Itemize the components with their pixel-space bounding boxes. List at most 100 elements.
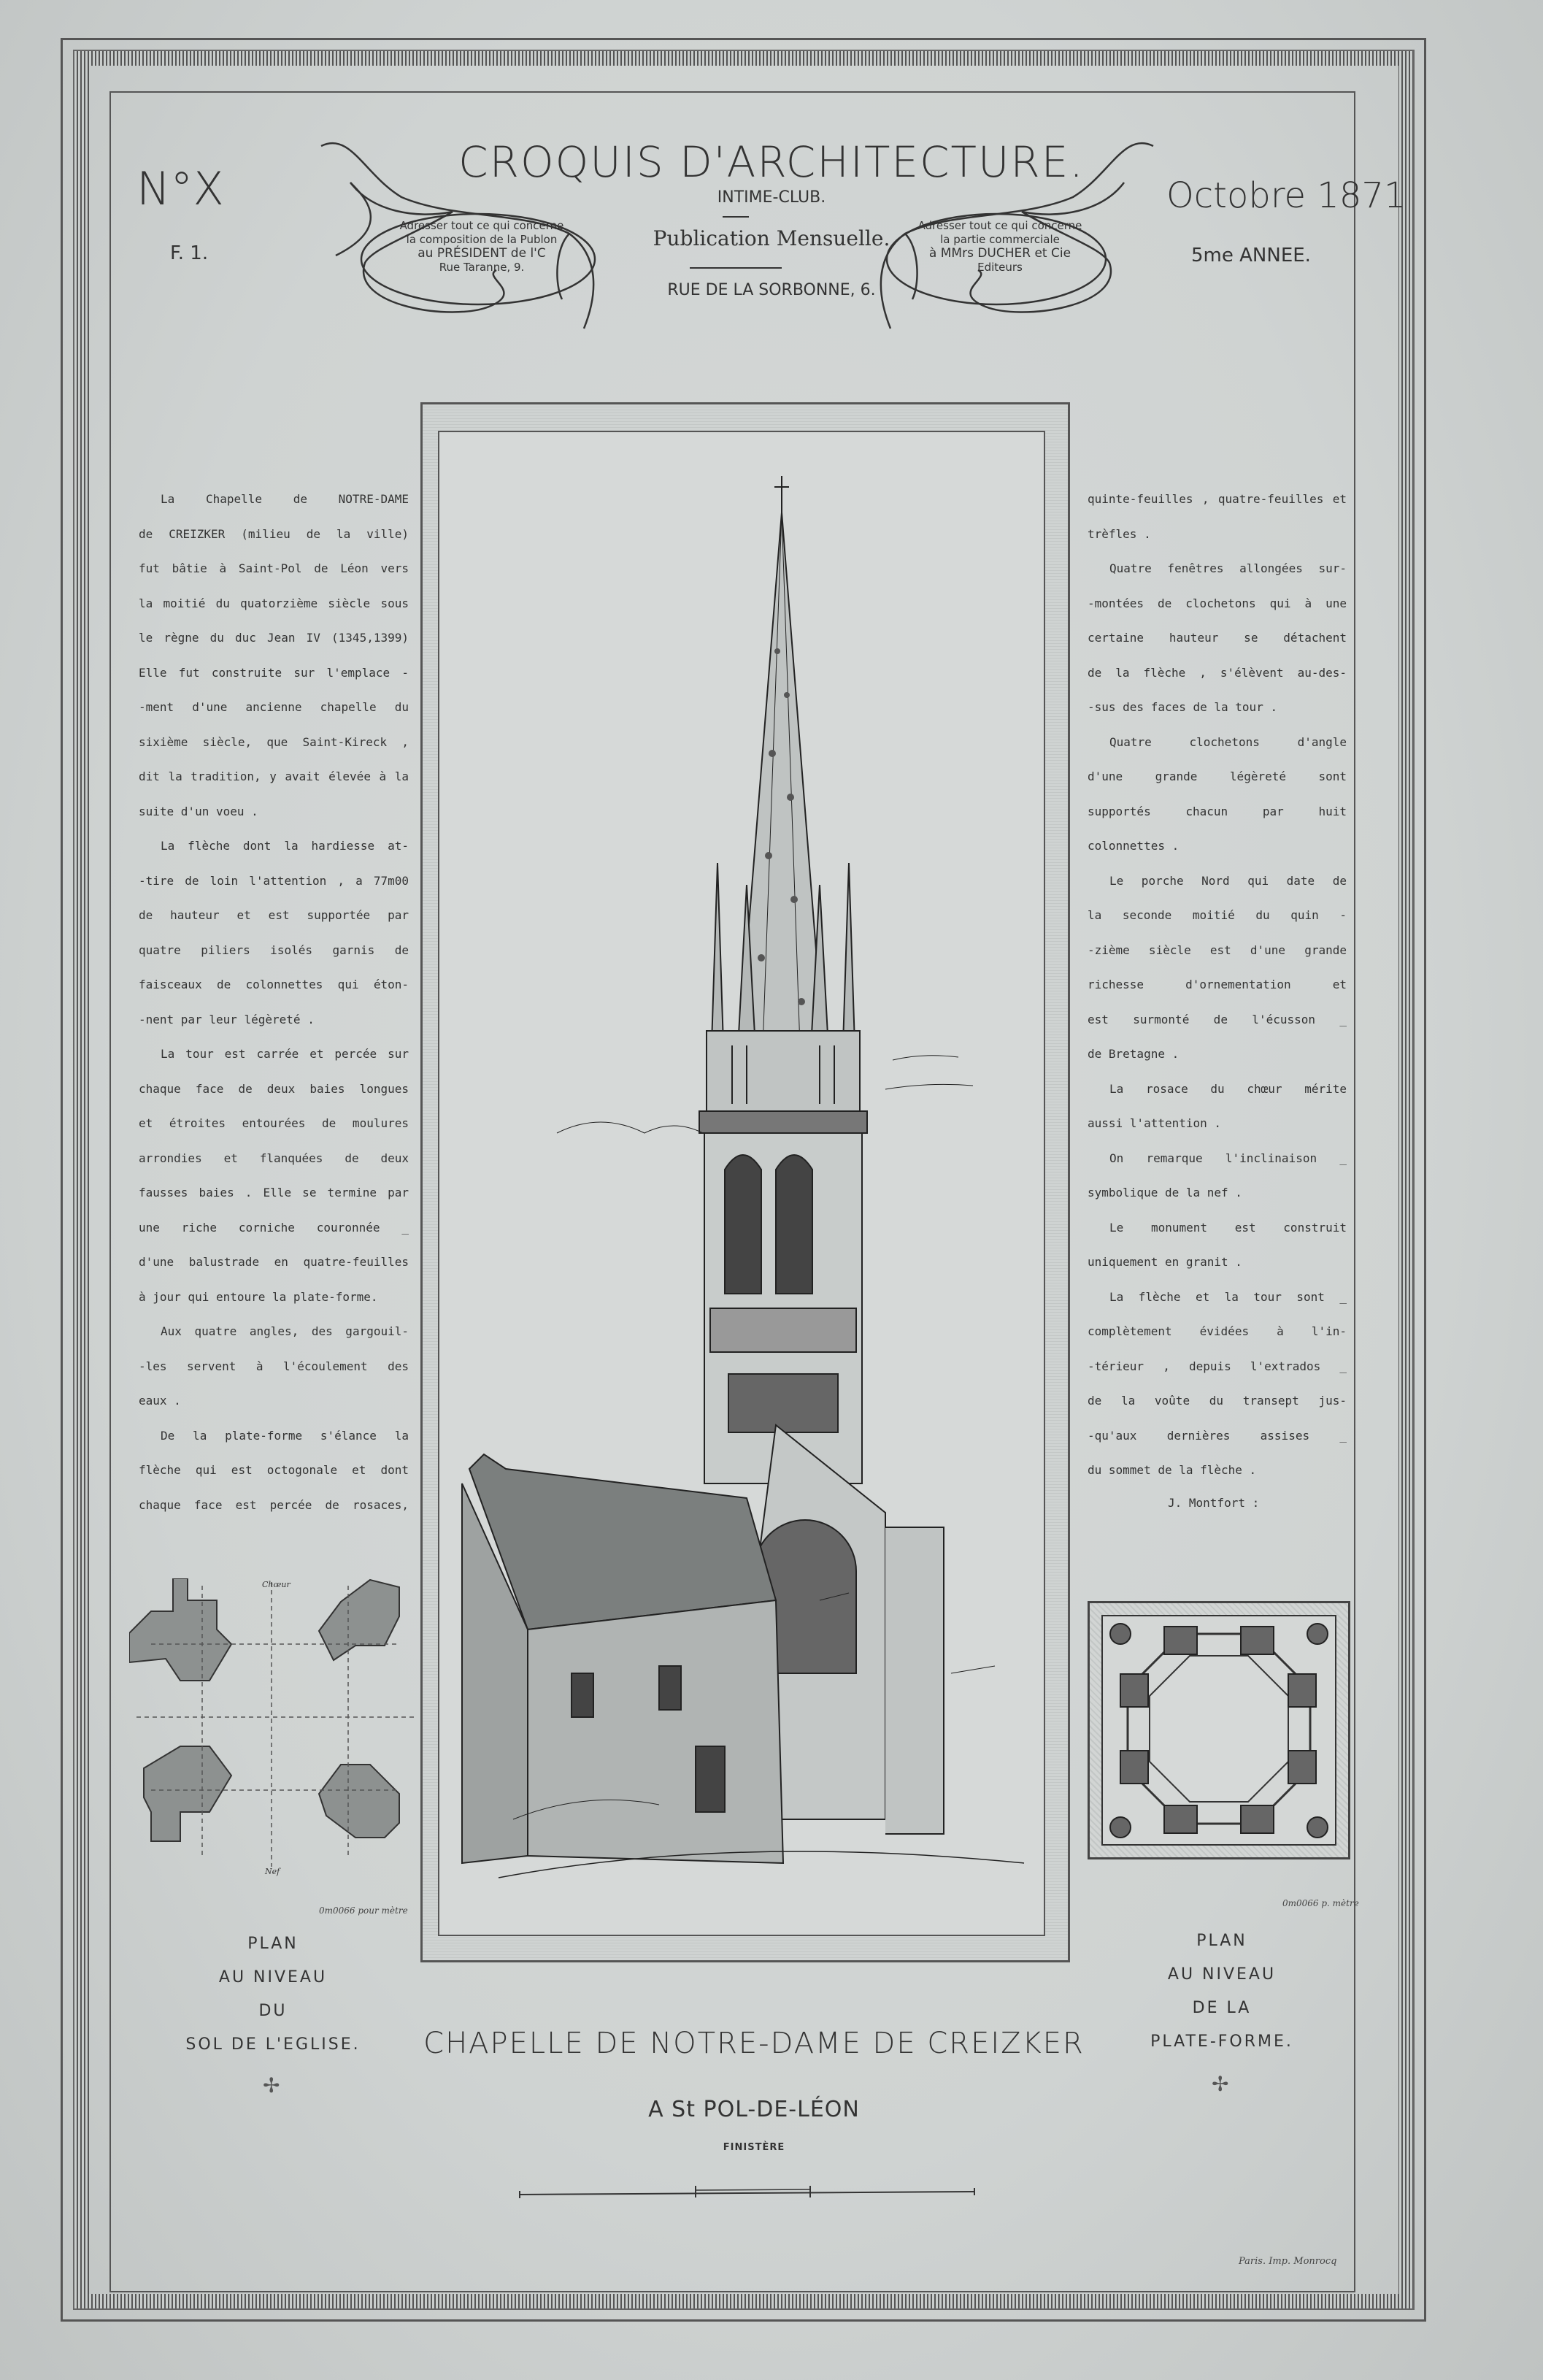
text-line: fausses baies . Elle se termine par (139, 1186, 409, 1199)
text-line: La flèche et la tour sont _ (1109, 1289, 1347, 1304)
text-line: sixième siècle, que Saint-Kireck , (139, 734, 409, 749)
folio: F. 1. (170, 242, 209, 264)
printer-credit: Paris. Imp. Monrocq (1239, 2256, 1337, 2267)
text-line: de hauteur et est supportée par (139, 908, 409, 922)
text-line: -les servent à l'écoulement des (139, 1359, 409, 1373)
text-line: symbolique de la nef . (1088, 1186, 1242, 1199)
author-signature: J. Montfort : (1168, 1496, 1260, 1510)
cartouche-line: la composition de la Publon (406, 233, 558, 246)
balustrade (699, 1110, 868, 1134)
text-line: de Bretagne . (1088, 1047, 1180, 1061)
text-line: chaque face de deux baies longues (139, 1081, 409, 1096)
text-line: de CREIZKER (milieu de la ville) (139, 526, 409, 541)
text-line: la moitié du quatorzième siècle sous (139, 596, 409, 610)
text-line: De la plate-forme s'élance la (161, 1428, 409, 1443)
year-of-publication: 5me ANNEE. (1191, 245, 1311, 266)
text-line: -qu'aux dernières assises _ (1088, 1428, 1347, 1443)
text-line: La flèche dont la hardiesse at- (161, 839, 409, 853)
text-line: La Chapelle de NOTRE-DAME (161, 492, 409, 506)
text-line: On remarque l'inclinaison _ (1109, 1151, 1347, 1165)
cartouche-line: Rue Taranne, 9. (439, 261, 525, 274)
cartouche-line: au PRÉSIDENT de l'C (418, 246, 546, 261)
outer-border (61, 38, 1426, 2322)
compass-ornament-icon: ✢ (263, 2073, 280, 2097)
text-line: du sommet de la flèche . (1088, 1463, 1257, 1477)
text-line: richesse d'ornementation et (1088, 978, 1347, 991)
street (498, 1851, 1025, 1878)
caption-line: PLATE-FORME. (1150, 2032, 1293, 2051)
text-line: trèfles . (1088, 526, 1151, 541)
publication-frequency: Publication Mensuelle. (653, 226, 890, 250)
text-line: -tire de loin l'attention , a 77m00 (139, 873, 409, 888)
text-line: est surmonté de l'écusson _ (1088, 1012, 1347, 1026)
scale-bar (519, 2186, 975, 2198)
text-line: faisceaux de colonnettes qui éton- (139, 978, 409, 991)
left-plan-scale: 0m0066 pour mètre (319, 1905, 408, 1916)
club-name: INTIME-CLUB. (717, 188, 826, 207)
right-text-column: quinte-feuilles , quatre-feuilles et trèf… (1088, 482, 1347, 1488)
cartouche-line: Adresser tout ce qui concerne (399, 219, 564, 232)
right-plan-caption: PLAN AU NIVEAU DE LA PLATE-FORME. (1112, 1924, 1331, 2059)
text-line: d'une grande légèreté sont (1088, 769, 1347, 783)
text-line: -nent par leur légèreté . (139, 1012, 315, 1026)
drawing-location: A St POL-DE-LÉON (648, 2097, 860, 2122)
text-line: -ment d'une ancienne chapelle du (139, 700, 409, 714)
clouds (556, 1055, 974, 1134)
text-line: Quatre clochetons d'angle (1109, 734, 1347, 749)
cartouche-line: Editeurs (977, 261, 1023, 274)
ground-floor-plan: Chœur Nef (129, 1578, 414, 1876)
caption-line: PLAN (1196, 1932, 1247, 1950)
text-line: certaine hauteur se détachent (1088, 631, 1347, 645)
cartouche-line: Adresser tout ce qui concerne (917, 219, 1082, 232)
text-line: eaux . (139, 1394, 181, 1408)
text-line: flèche qui est octogonale et dont (139, 1463, 409, 1477)
divider (690, 267, 782, 269)
left-plan-caption: PLAN AU NIVEAU DU SOL DE L'EGLISE. (163, 1927, 382, 2062)
text-line: -zième siècle est d'une grande (1088, 943, 1347, 957)
drawing-region: FINISTÈRE (723, 2142, 785, 2153)
address: RUE DE LA SORBONNE, 6. (667, 281, 876, 299)
tower-bays (724, 1154, 813, 1294)
text-line: Quatre fenêtres allongées sur- (1109, 561, 1347, 575)
caption-line: AU NIVEAU (1167, 1965, 1277, 1984)
cartouche-line: la partie commerciale (940, 233, 1060, 246)
text-line: de la voûte du transept jus- (1088, 1394, 1347, 1408)
text-line: le règne du duc Jean IV (1345,1399) (139, 631, 409, 645)
text-line: -térieur , depuis l'extrados _ (1088, 1359, 1347, 1373)
text-line: -montées de clochetons qui à une (1088, 596, 1347, 610)
page-title: CROQUIS D'ARCHITECTURE. (458, 137, 1085, 187)
choir-mark: Chœur (262, 1580, 290, 1589)
caption-line: DU (258, 2002, 288, 2020)
text-line: quinte-feuilles , quatre-feuilles et (1088, 492, 1347, 506)
text-line: Aux quatre angles, des gargouil- (161, 1324, 409, 1338)
drawing-title: CHAPELLE DE NOTRE-DAME DE CREIZKER (423, 2027, 1085, 2060)
text-line: supportés chacun par huit (1088, 804, 1347, 818)
plate-number: N°X (136, 162, 224, 215)
belfry (706, 1030, 861, 1112)
compass-ornament-icon: ✢ (1212, 2072, 1229, 2096)
right-plan-scale: 0m0066 p. mètre (1282, 1898, 1359, 1908)
text-line: Le monument est construit (1109, 1220, 1347, 1235)
street-houses (885, 1527, 944, 1835)
text-line: d'une balustrade en quatre-feuilles (139, 1255, 409, 1269)
text-line: aussi l'attention . (1088, 1116, 1222, 1130)
text-line: quatre piliers isolés garnis de (139, 943, 409, 957)
text-line: et étroites entourées de moulures (139, 1116, 409, 1130)
right-cartouche: Adresser tout ce qui concerne la partie … (894, 219, 1106, 275)
text-line: La tour est carrée et percée sur (161, 1047, 409, 1061)
left-cartouche: Adresser tout ce qui concerne la composi… (376, 219, 588, 275)
text-line: une riche corniche couronnée _ (139, 1220, 409, 1235)
text-line: à jour qui entoure la plate-forme. (139, 1289, 378, 1304)
issue-date: Octobre 1871 (1166, 175, 1407, 216)
inner-border (109, 91, 1355, 2292)
divider (723, 216, 749, 218)
text-line: complètement évidées à l'in- (1088, 1324, 1347, 1338)
platform-plan (1101, 1615, 1336, 1846)
caption-line: SOL DE L'EGLISE. (185, 2035, 361, 2054)
chapel-illustration (461, 476, 1025, 1878)
flourish-ornaments (320, 142, 1154, 329)
left-text-column: La Chapelle de NOTRE-DAME de CREIZKER (mi… (139, 482, 409, 1522)
caption-line: PLAN (247, 1935, 299, 1953)
border-line (73, 50, 1415, 2310)
text-line: fut bâtie à Saint-Pol de Léon vers (139, 561, 409, 575)
